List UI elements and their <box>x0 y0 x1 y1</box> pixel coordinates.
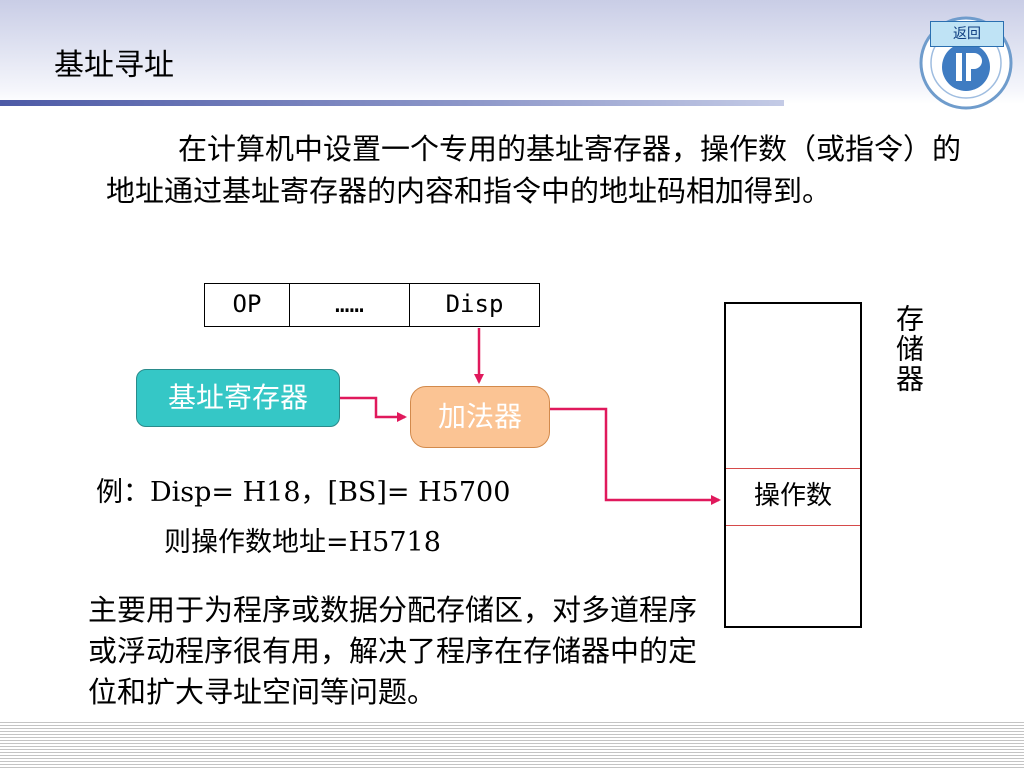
instruction-field-ellipsis: …… <box>289 284 409 326</box>
example-line-2: 则操作数地址=H5718 <box>164 527 441 558</box>
arrow-adder-to-operand <box>550 407 721 505</box>
adder-box: 加法器 <box>410 386 550 448</box>
back-button[interactable]: 返回 <box>930 21 1004 47</box>
arrow-base-register-to-adder <box>340 396 407 422</box>
header-divider <box>0 100 784 106</box>
base-register-box: 基址寄存器 <box>136 369 340 427</box>
memory-label: 存储器 <box>892 304 925 394</box>
intro-paragraph: 在计算机中设置一个专用的基址寄存器，操作数（或指令）的地址通过基址寄存器的内容和… <box>106 128 986 212</box>
instruction-format: OP …… Disp <box>204 283 540 327</box>
operand-slot: 操作数 <box>726 468 860 526</box>
intro-text: 在计算机中设置一个专用的基址寄存器，操作数（或指令）的地址通过基址寄存器的内容和… <box>106 132 962 208</box>
instruction-field-disp: Disp <box>409 284 539 326</box>
memory-block: 操作数 <box>724 302 862 628</box>
example-line-1: 例：Disp= H18，[BS]= H5700 <box>96 477 511 508</box>
page-title: 基址寻址 <box>54 48 174 83</box>
footer-stripes <box>0 722 1024 768</box>
header-band <box>0 0 1024 104</box>
summary-paragraph: 主要用于为程序或数据分配存储区，对多道程序或浮动程序很有用，解决了程序在存储器中… <box>88 593 698 709</box>
instruction-field-op: OP <box>232 290 262 318</box>
